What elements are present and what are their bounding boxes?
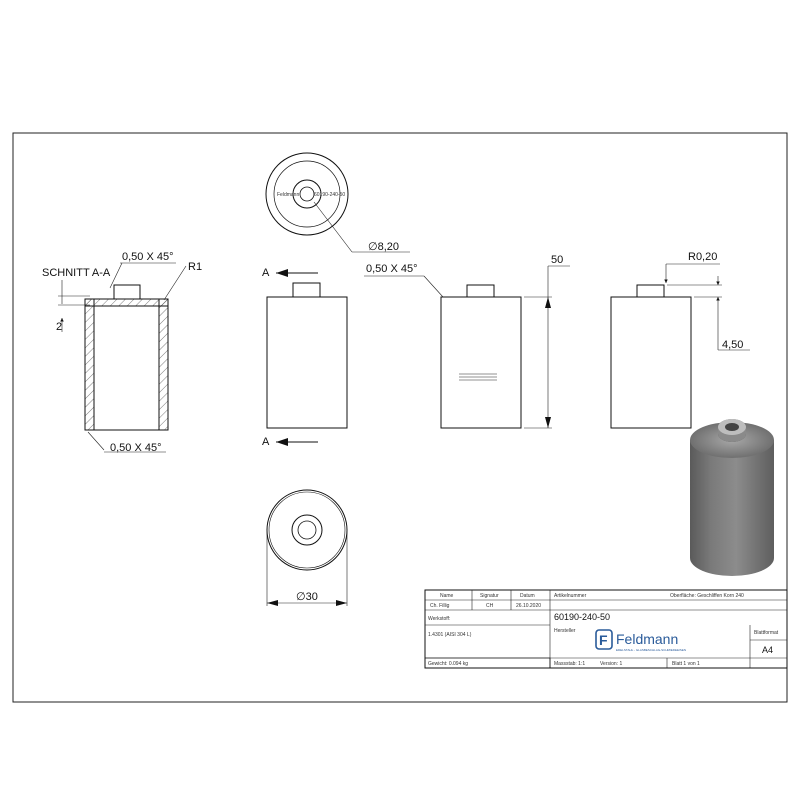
- logo-text: Feldmann: [616, 631, 678, 647]
- bottom-view: ∅30: [266, 489, 348, 606]
- section-wall-left: [84, 298, 95, 431]
- right-step-dim: 4,50: [722, 339, 743, 351]
- top-view: Feldmann 60190-240-50 ∅8,20: [265, 152, 410, 253]
- section-chamfer-top: 0,50 X 45°: [122, 251, 174, 263]
- drawing-frame: [12, 132, 788, 703]
- section-chamfer-bottom: 0,50 X 45°: [110, 442, 162, 454]
- tb-article-label: Artikelnummer: [554, 593, 587, 599]
- bottom-outer-dia: ∅30: [296, 591, 318, 603]
- tb-signature: CH: [486, 603, 494, 609]
- tb-date: 26.10.2020: [516, 603, 541, 609]
- tb-hdr-name: Name: [440, 593, 454, 599]
- section-wall-right: [158, 298, 169, 431]
- feldmann-logo: F Feldmann EDELSTAHL - GLASBESCHLAG-SCHM…: [595, 629, 686, 652]
- tb-format-label: Blattformat: [754, 630, 779, 636]
- logo-tagline: EDELSTAHL - GLASBESCHLAG-SCHMIEDEEISEN: [616, 648, 686, 652]
- tb-weight: Gewicht: 0.094 kg: [428, 661, 468, 667]
- section-spigot: [113, 284, 141, 300]
- tb-created-by: Ch. Fillig: [430, 603, 450, 609]
- mid-chamfer: 0,50 X 45°: [366, 263, 418, 275]
- mid-view: 0,50 X 45° 50: [364, 254, 570, 429]
- tb-material: 1.4301 (AISI 304 L): [428, 632, 472, 638]
- tb-surface: Oberfläche: Geschliffen Korn 240: [670, 593, 744, 599]
- tb-scale: Massstab: 1:1: [554, 661, 585, 667]
- svg-text:F: F: [599, 632, 608, 648]
- section-view: SCHNITT A-A 2 0,50 X 45° R1 0,50 X 45°: [42, 251, 202, 454]
- tb-format: A4: [762, 645, 773, 655]
- front-view: A A: [262, 267, 348, 448]
- right-view: R0,20 4,50: [610, 251, 750, 429]
- top-ring-text-left: Feldmann: [277, 192, 299, 198]
- tb-hdr-signature: Signatur: [480, 593, 499, 599]
- section-depth-dim: 2: [56, 321, 62, 333]
- section-top-plate: [84, 298, 169, 307]
- section-radius: R1: [188, 261, 202, 273]
- tb-hdr-date: Datum: [520, 593, 535, 599]
- section-mark-top: A: [262, 267, 270, 279]
- tb-material-label: Werkstoff:: [428, 616, 450, 622]
- top-bore-dia: ∅8,20: [368, 241, 399, 253]
- top-ring-text-right: 60190-240-50: [314, 192, 345, 198]
- tb-sheet: Blatt 1 von 1: [672, 661, 700, 667]
- title-block: Name Signatur Datum Ch. Fillig CH 26.10.…: [424, 589, 788, 669]
- isometric-render: [690, 419, 774, 576]
- section-label: SCHNITT A-A: [42, 267, 111, 279]
- tb-article-no: 60190-240-50: [554, 612, 610, 622]
- mid-height: 50: [551, 254, 563, 266]
- section-mark-bottom: A: [262, 436, 270, 448]
- tb-version: Version: 1: [600, 661, 622, 667]
- right-radius: R0,20: [688, 251, 717, 263]
- tb-manufacturer-label: Hersteller: [554, 628, 576, 634]
